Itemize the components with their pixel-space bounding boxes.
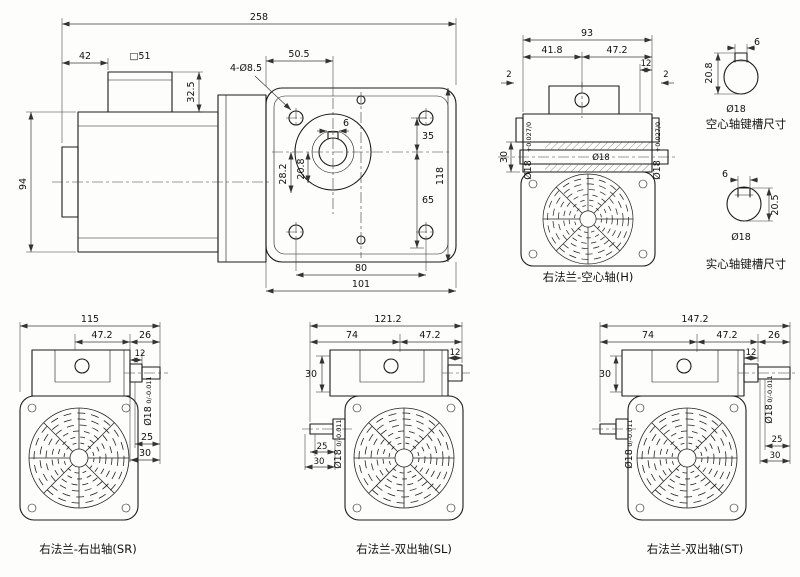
dim-sl-left: 74 (346, 330, 358, 341)
sl-fan-housing (344, 395, 464, 521)
caption-sr: 右法兰-右出轴(SR) (39, 542, 136, 556)
flange-centerlines (272, 92, 452, 258)
dim-kws-dia: Ø18 (731, 232, 751, 243)
dim-st-face: 47.2 (716, 330, 737, 341)
sl-profile-outline (309, 349, 463, 440)
dim-st-left: 74 (642, 330, 654, 341)
view-keyway-hollow: 20.8 6 Ø18 空心轴键槽尺寸 (704, 37, 786, 131)
dim-motor-od: 94 (18, 178, 29, 190)
dim-flange-width: 101 (352, 279, 370, 290)
main-front-dim-lines (254, 56, 457, 294)
fan-grille (353, 407, 455, 509)
dim-rear-42: 42 (79, 51, 91, 62)
caption-keyway-solid: 实心轴键槽尺寸 (706, 257, 787, 271)
keyway-solid-dims (730, 176, 773, 222)
dim-sl-shaft-tol: 0/-0.011 (335, 419, 343, 446)
h-hatch-bottom (545, 164, 650, 172)
dim-st-hub: 30 (599, 369, 611, 380)
dim-sr-25: 25 (141, 432, 153, 443)
dim-h-plate-left: 2 (506, 70, 511, 80)
view-main-front: 4-Ø8.5 50.5 6 35 28.2 20.8 65 118 80 101 (230, 49, 457, 294)
dim-h-plate-right: 2 (663, 70, 668, 80)
dim-center-35: 35 (422, 131, 434, 142)
view-sr: 115 47.2 26 12 Ø18 0/-0.011 25 30 右法兰-右出… (19, 314, 168, 556)
dim-kws-width: 6 (722, 169, 728, 180)
dim-kwh-height: 20.8 (704, 62, 715, 83)
dim-h-bore-left-tol: +0.027/0 (525, 122, 533, 152)
dim-sr-face: 47.2 (91, 330, 112, 341)
dim-h-hub30: 30 (499, 151, 510, 163)
st-fan-housing (627, 395, 747, 521)
dim-sl-collar: 12 (450, 348, 461, 358)
dim-sl-face: 47.2 (419, 330, 440, 341)
dim-center-65: 65 (422, 195, 434, 206)
dim-keyway-width: 6 (343, 118, 349, 129)
motor-side-outline (61, 71, 267, 263)
dim-sr-shaft-tol: 0/-0.011 (145, 376, 153, 403)
fan-grille (542, 173, 634, 265)
view-sl: 121.2 74 47.2 12 30 Ø18 0/-0.011 25 30 右… (302, 314, 470, 556)
dim-kws-height: 20.5 (770, 194, 781, 215)
view-hollow-h: 93 41.8 47.2 2 12 2 30 Ø18 Ø18 +0.027/0 … (498, 28, 676, 284)
dim-st-shaft-left: Ø18 (624, 449, 635, 469)
dim-sl-25: 25 (317, 442, 328, 452)
dim-st-shaft-right-tol: 0/-0.011 (766, 375, 774, 402)
h-hatch-top (545, 142, 650, 150)
dim-h-bore: Ø18 (592, 152, 610, 163)
main-side-dim-lines (26, 18, 457, 253)
label-terminal-box: □51 (129, 51, 150, 62)
dim-sl-30: 30 (314, 457, 325, 467)
dim-h-left: 41.8 (541, 45, 562, 56)
dim-st-collar: 12 (746, 348, 757, 358)
fan-grille (28, 407, 130, 509)
dim-h-right: 47.2 (606, 45, 627, 56)
caption-st: 右法兰-双出轴(ST) (647, 542, 743, 556)
sr-dim-lines (19, 322, 161, 464)
dim-h-bore-right-tol: +0.027/0 (654, 122, 662, 152)
h-dim-lines (501, 35, 674, 173)
dim-kwh-width: 6 (754, 37, 760, 48)
h-fan-housing (520, 171, 656, 267)
dim-h-total: 93 (581, 28, 593, 39)
dim-key-20: 20.8 (296, 158, 307, 179)
view-keyway-solid: 6 20.5 Ø18 实心轴键槽尺寸 (706, 169, 787, 271)
dim-st-total: 147.2 (681, 314, 708, 325)
dim-sr-ext: 26 (139, 330, 151, 341)
view-st: 147.2 74 47.2 26 12 30 Ø18 0/-0.011 Ø18 … (592, 314, 797, 556)
dim-sl-shaft: Ø18 (333, 449, 344, 469)
dim-flange-height: 118 (435, 167, 446, 185)
keyway-hollow-dims (714, 44, 755, 95)
dim-sr-shaft: Ø18 (143, 406, 154, 426)
dim-key-28: 28.2 (278, 163, 289, 184)
dim-st-shaft-right: Ø18 (764, 404, 775, 424)
caption-sl: 右法兰-双出轴(SL) (356, 542, 452, 556)
dim-sr-collar: 12 (135, 349, 146, 359)
dim-kwh-dia: Ø18 (726, 104, 746, 115)
st-dim-lines (599, 322, 791, 464)
caption-keyway-hollow: 空心轴键槽尺寸 (706, 117, 787, 131)
dim-st-30: 30 (770, 451, 781, 461)
dim-h-bore-right: Ø18 (652, 160, 663, 180)
dim-box-height: 32.5 (186, 81, 197, 102)
dim-st-shaft-left-tol: 0/-0.011 (626, 419, 634, 446)
sl-dim-lines (304, 322, 463, 470)
caption-hollow-h: 右法兰-空心轴(H) (543, 270, 634, 284)
dim-h-12: 12 (641, 59, 652, 69)
dim-h-bore-left: Ø18 (523, 160, 534, 180)
dim-st-25: 25 (772, 435, 783, 445)
dim-sl-hub: 30 (305, 369, 317, 380)
dim-sr-total: 115 (81, 314, 99, 325)
dim-st-ext: 26 (768, 330, 780, 341)
keyway-hollow-outline (723, 52, 759, 95)
fan-grille (636, 407, 738, 509)
dim-sr-30: 30 (139, 448, 151, 459)
keyway-solid-outline (726, 186, 762, 222)
dim-bolt-span: 80 (355, 263, 367, 274)
dim-shaft-center-x: 50.5 (288, 49, 309, 60)
view-main-side: 258 42 □51 32.5 94 (18, 12, 457, 263)
dim-total-length: 258 (250, 12, 268, 23)
dim-sl-total: 121.2 (374, 314, 401, 325)
dim-corner-holes: 4-Ø8.5 (230, 63, 262, 74)
